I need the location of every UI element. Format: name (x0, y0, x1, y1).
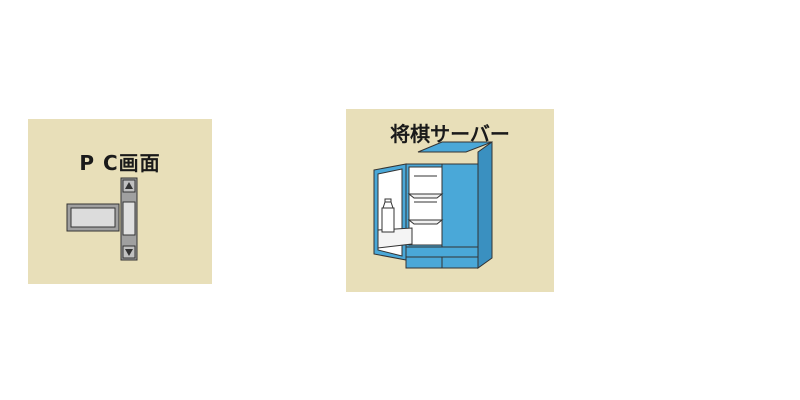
pc-screen-icon (66, 177, 138, 261)
shogi-server-node: 将棋サーバー (346, 109, 554, 292)
server-cabinet-icon (373, 141, 493, 269)
pc-screen-label: P C画面 (79, 151, 161, 175)
pc-screen-node: P C画面 (28, 119, 212, 284)
